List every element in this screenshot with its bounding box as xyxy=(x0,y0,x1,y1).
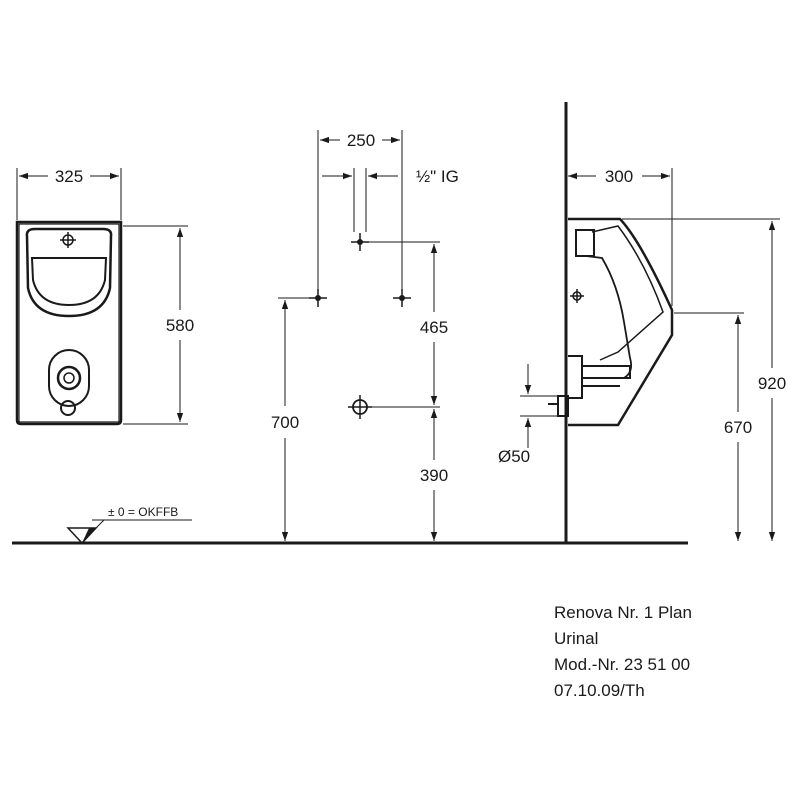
outlet-pipe xyxy=(548,395,569,417)
dim-top-hole-height: 465 xyxy=(420,318,448,337)
dim-side-fix-height: 700 xyxy=(271,413,299,432)
outlet-symbol xyxy=(48,349,90,407)
dim-side-projection: 300 xyxy=(605,167,633,186)
title-line-date: 07.10.09/Th xyxy=(554,681,645,700)
dim-front-width: 325 xyxy=(55,167,83,186)
siphon-body xyxy=(568,355,631,399)
urinal-bowl-inner xyxy=(30,257,108,307)
dim-side-lower-height: 670 xyxy=(724,418,752,437)
dim-center-spacing: 250 xyxy=(347,131,375,150)
urinal-side-outline xyxy=(568,217,674,427)
title-line-product: Renova Nr. 1 Plan xyxy=(554,603,692,622)
side-inlet-cross-symbol xyxy=(570,289,584,303)
floor-reference-symbol xyxy=(66,519,192,545)
inlet-connector xyxy=(575,229,595,257)
title-block: Renova Nr. 1 Plan Urinal Mod.-Nr. 23 51 … xyxy=(554,603,692,700)
siphon-cap-icon xyxy=(60,400,76,416)
urinal-side-inner xyxy=(591,225,664,361)
installation-layout: 250 ½" IG xyxy=(66,130,459,545)
urinal-bowl-rim xyxy=(25,227,113,318)
side-view: Ø50 300 920 670 xyxy=(498,167,786,541)
dim-front-height: 580 xyxy=(166,316,194,335)
front-view: 325 580 xyxy=(15,167,194,426)
fixing-hole-left-symbol xyxy=(309,289,327,307)
title-line-model: Mod.-Nr. 23 51 00 xyxy=(554,655,690,674)
fixing-hole-right-symbol xyxy=(393,289,411,307)
dim-outlet-height: 390 xyxy=(420,466,448,485)
dim-outlet-diameter: Ø50 xyxy=(498,447,530,466)
outlet-hole-symbol xyxy=(348,395,372,419)
floor-reference-label: ± 0 = OKFFB xyxy=(108,505,178,519)
urinal-front-outline xyxy=(15,220,123,426)
inlet-cross-symbol xyxy=(60,232,76,248)
dim-inlet-thread: ½" IG xyxy=(416,167,459,186)
urinal-side-bowl xyxy=(585,255,633,379)
title-line-type: Urinal xyxy=(554,629,598,648)
dim-total-height: 920 xyxy=(758,374,786,393)
urinal-front-outline-inner xyxy=(18,223,120,423)
inlet-hole-symbol xyxy=(351,233,369,251)
